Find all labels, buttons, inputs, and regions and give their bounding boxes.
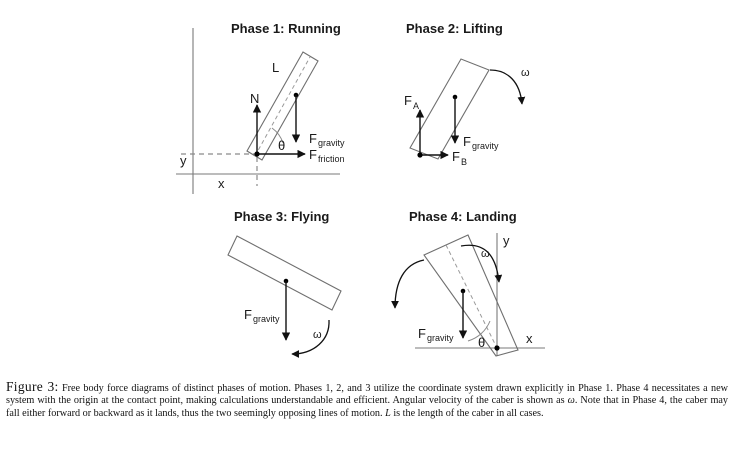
phase-4-theta-arc <box>467 320 491 342</box>
phase-1-gravity-arrow <box>291 92 301 143</box>
phase-4-y-axis-label: y <box>503 233 510 248</box>
svg-text:gravity: gravity <box>472 141 499 151</box>
svg-text:F: F <box>463 134 471 149</box>
phase-4-gravity-arrow <box>458 288 468 339</box>
phase-3-f-gravity-label: F gravity <box>244 307 280 324</box>
figure-caption-text-1: Free body force diagrams of distinct pha… <box>6 383 729 407</box>
phase-3-title: Phase 3: Flying <box>234 209 329 224</box>
svg-text:F: F <box>309 147 317 162</box>
figure-caption-omega: ω <box>567 395 575 407</box>
phase-2-f-gravity-label: F gravity <box>463 134 499 151</box>
svg-text:gravity: gravity <box>253 314 280 324</box>
phase-2-fa-label: F A <box>404 93 419 111</box>
figure-caption: Figure 3: Free body force diagrams of di… <box>6 379 729 420</box>
phase-3-gravity-arrow <box>281 278 291 341</box>
phase-4-caber <box>423 234 519 357</box>
phase-3-caber <box>227 235 342 311</box>
panel-phase-3: Phase 3: Flying F gravity ω <box>227 209 342 358</box>
phase-1-theta-label: θ <box>278 138 285 153</box>
phase-4-x-axis-label: x <box>526 331 533 346</box>
figure-caption-text-2: . Note that in Phase 4, the caber may fa… <box>6 395 728 419</box>
svg-text:gravity: gravity <box>427 333 454 343</box>
panel-phase-2: Phase 2: Lifting <box>404 21 530 167</box>
panel-phase-4: Phase 4: Landing <box>391 209 545 357</box>
phase-4-motion-arc-backward <box>391 259 425 309</box>
phase-3-omega-arc <box>291 319 330 358</box>
phase-1-normal-label: N <box>250 91 259 106</box>
phase-2-omega-arc <box>489 69 526 105</box>
phase-1-friction-arrow <box>254 149 306 159</box>
phase-4-omega-arc-forward <box>460 244 503 283</box>
phase-4-f-gravity-label: F gravity <box>418 326 454 343</box>
figure-caption-length-symbol: L <box>385 407 391 419</box>
phase-1-f-friction-label: F friction <box>309 147 345 164</box>
svg-text:friction: friction <box>318 154 345 164</box>
phase-1-title: Phase 1: Running <box>231 21 341 36</box>
phase-4-coordinate-axes <box>415 233 545 356</box>
svg-text:F: F <box>452 149 460 164</box>
free-body-diagrams-svg: Phase 1: Running <box>176 21 545 358</box>
svg-text:B: B <box>461 157 467 167</box>
phase-1-x-axis-label: x <box>218 176 225 191</box>
phase-4-omega-label: ω <box>481 248 490 260</box>
phase-2-gravity-arrow <box>450 94 460 144</box>
svg-text:F: F <box>244 307 252 322</box>
svg-text:F: F <box>404 93 412 108</box>
phase-4-contact-point <box>494 345 500 351</box>
panel-phase-1: Phase 1: Running <box>176 21 345 194</box>
phase-2-title: Phase 2: Lifting <box>406 21 503 36</box>
phase-4-title: Phase 4: Landing <box>409 209 517 224</box>
svg-text:F: F <box>309 131 317 146</box>
phase-1-caber <box>246 51 319 161</box>
svg-text:A: A <box>413 101 419 111</box>
phase-2-fb-label: F B <box>452 149 467 167</box>
svg-text:gravity: gravity <box>318 138 345 148</box>
svg-text:F: F <box>418 326 426 341</box>
phase-1-length-label: L <box>272 60 279 75</box>
phase-2-fb-arrow <box>417 150 449 160</box>
figure-caption-label: Figure 3: <box>6 379 59 394</box>
phase-1-theta-arc <box>271 127 284 144</box>
phase-3-omega-label: ω <box>313 329 322 341</box>
figure-caption-text-3: is the length of the caber in all cases. <box>390 407 544 419</box>
phase-1-coordinate-axes <box>176 28 340 194</box>
phase-4-theta-label: θ <box>478 335 485 350</box>
phase-2-omega-label: ω <box>521 67 530 79</box>
phase-1-y-axis-label: y <box>180 153 187 168</box>
phase-1-guide-lines <box>181 153 258 186</box>
phase-1-f-gravity-label: F gravity <box>309 131 345 148</box>
